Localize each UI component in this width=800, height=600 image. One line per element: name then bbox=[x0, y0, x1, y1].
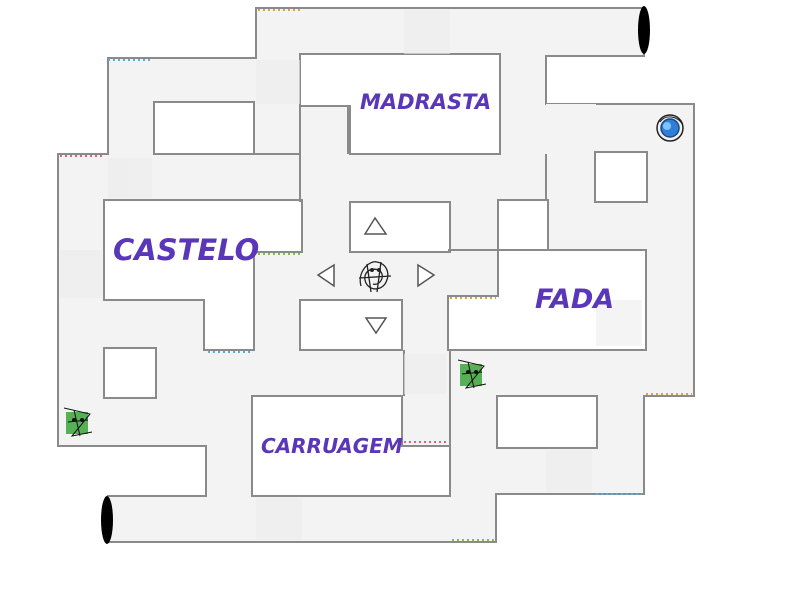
arrow-down-button[interactable] bbox=[364, 317, 388, 335]
arrow-left-button[interactable] bbox=[316, 263, 335, 288]
enemy-monster-icon bbox=[457, 359, 487, 389]
arrow-right-button[interactable] bbox=[417, 263, 436, 288]
arrow-up-icon bbox=[363, 216, 388, 235]
portal-bottom-left bbox=[101, 496, 113, 544]
maze-walls bbox=[103, 53, 648, 497]
portal-top-right bbox=[638, 6, 650, 54]
enemy-monster-icon bbox=[63, 407, 93, 437]
place-label-castelo: CASTELO bbox=[113, 233, 260, 267]
place-label-madrasta: MADRASTA bbox=[360, 90, 492, 114]
player-character-icon bbox=[358, 261, 392, 293]
goal-orb-icon bbox=[656, 114, 684, 142]
arrow-left-icon bbox=[316, 263, 335, 288]
arrow-down-icon bbox=[364, 317, 388, 335]
arrow-up-button[interactable] bbox=[363, 216, 388, 235]
arrow-right-icon bbox=[417, 263, 436, 288]
edge-dots bbox=[60, 9, 692, 541]
place-label-carruagem: CARRUAGEM bbox=[261, 434, 403, 458]
place-label-fada: FADA bbox=[535, 284, 615, 315]
floor-tiles bbox=[60, 10, 642, 540]
